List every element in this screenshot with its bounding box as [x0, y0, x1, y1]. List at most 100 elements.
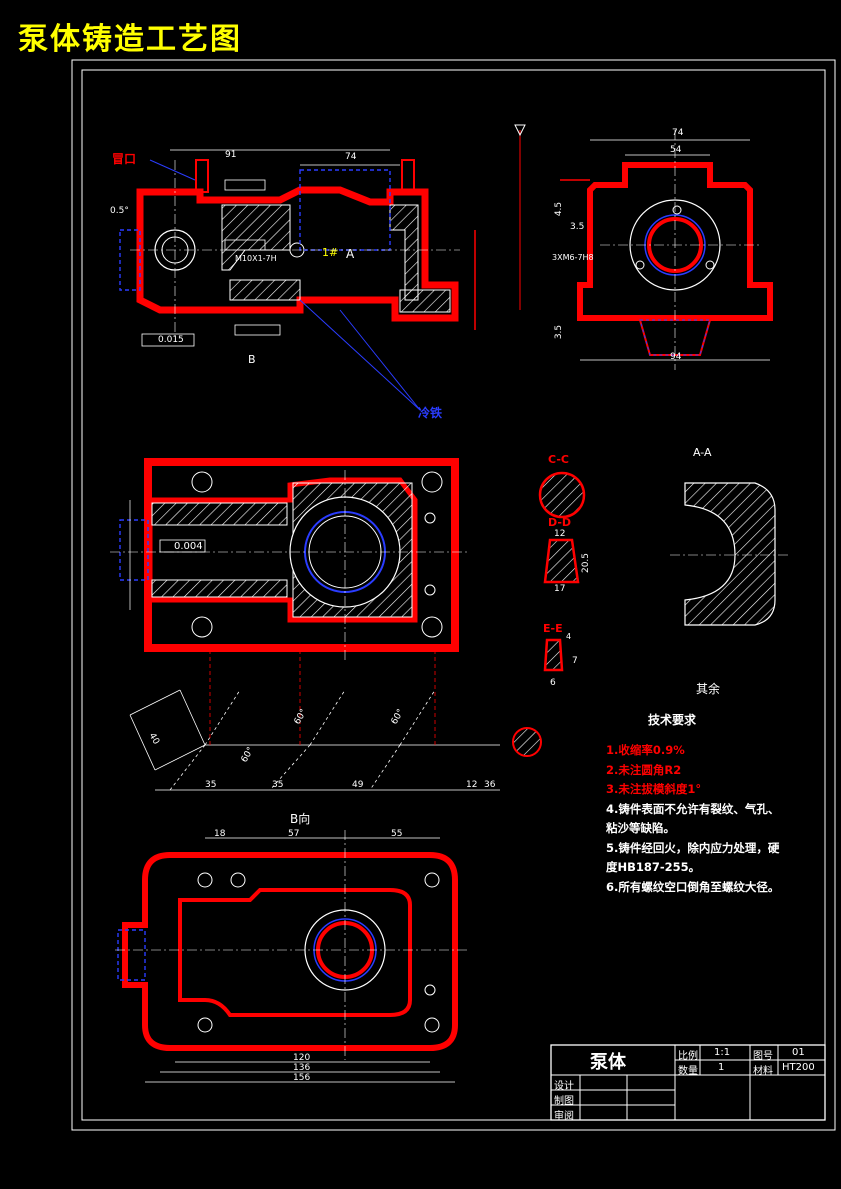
- requirement-line: 粘沙等缺陷。: [606, 821, 675, 835]
- gate-diag-1: [204, 689, 241, 746]
- section-ee-label: E-E: [543, 622, 563, 635]
- b-blue-stub: [117, 929, 146, 981]
- plan-hole-tl: [191, 471, 213, 493]
- tol-frame-1: [224, 179, 266, 191]
- b-57: 57: [288, 829, 300, 839]
- requirement-line: 1.收缩率0.9%: [606, 743, 685, 757]
- chill-leader-2: [339, 309, 421, 411]
- dd-205: 20.5: [581, 552, 592, 574]
- tol-frame-0015: [141, 333, 195, 347]
- tol-0015: 0.015: [158, 335, 184, 345]
- gate-diag-2: [309, 689, 346, 746]
- tb-quantity-value: 1: [718, 1062, 725, 1073]
- plan-hole-r1: [424, 512, 436, 524]
- tb-scale-label: 比例: [678, 1051, 698, 1062]
- b-hole-4: [197, 1017, 213, 1033]
- b-outline: [122, 852, 458, 1051]
- gate-diag-5: [269, 744, 311, 791]
- b-55: 55: [391, 829, 403, 839]
- gate-line-3: [129, 714, 156, 771]
- b-view: [115, 830, 470, 1083]
- roughness-mark: [514, 124, 526, 137]
- b-hole-3: [424, 872, 440, 888]
- tb-scale-value: 1:1: [714, 1047, 731, 1058]
- b-18: 18: [214, 829, 226, 839]
- sprue-label: 冒口: [112, 152, 137, 166]
- front-outline: [136, 186, 459, 322]
- tb-review-label: 审阅: [554, 1111, 574, 1122]
- requirements-heading: 技术要求: [648, 713, 697, 727]
- requirement-line: 5.铸件经回火，除内应力处理，硬: [606, 840, 780, 855]
- thread-3xm6: 3XM6-7H8: [552, 253, 594, 262]
- title-block-grid: [550, 1044, 826, 1121]
- tb-drawing-no-value: 01: [792, 1047, 805, 1058]
- plan-hatch-bot: [151, 579, 288, 598]
- tol-frame-2: [224, 239, 266, 251]
- view-b-label: B: [248, 353, 256, 366]
- b-hole-6: [424, 984, 436, 996]
- tol-0004: 0.004: [174, 541, 203, 552]
- thread-m10: M10X1-7H: [235, 254, 277, 263]
- section-cc-label: C-C: [548, 453, 569, 466]
- b-120: 120: [293, 1053, 311, 1063]
- side-tap-3: [705, 260, 715, 270]
- dd-12: 12: [554, 529, 566, 539]
- sprue-left: [195, 159, 209, 193]
- gate-diag-3: [399, 689, 436, 746]
- dim-74: 74: [345, 152, 357, 162]
- side-tap-1: [672, 205, 682, 215]
- section-dd-shape: [543, 538, 580, 584]
- gate-line-4: [154, 744, 206, 771]
- side-outline: [577, 162, 773, 321]
- gate-36: 36: [484, 780, 496, 790]
- gate-line-1: [129, 689, 181, 716]
- dd-17: 17: [554, 584, 566, 594]
- requirement-line: 4.铸件表面不允许有裂纹、气孔、: [606, 801, 780, 816]
- roughness-remaining: 其余: [696, 682, 721, 696]
- plan-hatch-top: [151, 502, 288, 526]
- side-tap-2: [635, 260, 645, 270]
- plan-hole-br: [421, 616, 443, 638]
- front-hatch-4: [399, 289, 451, 313]
- section-cc-shape: [538, 471, 586, 519]
- b-direction-label: B向: [290, 812, 311, 826]
- gating-scheme: [129, 650, 542, 791]
- requirement-line: 度HB187-255。: [606, 860, 701, 874]
- section-aa-shape: [684, 482, 776, 626]
- gate-line-2: [179, 689, 206, 746]
- side-flange: [629, 199, 721, 291]
- requirement-line: 2.未注圆角R2: [606, 762, 682, 777]
- gate-12: 12: [466, 780, 478, 790]
- side-view: [560, 130, 773, 370]
- front-blue-left: [119, 229, 141, 291]
- side-bottom-boss-blue: [639, 319, 711, 356]
- tb-material-value: HT200: [782, 1062, 815, 1073]
- tb-drawing-no-label: 图号: [753, 1051, 773, 1062]
- dim-45: 4.5: [554, 201, 565, 217]
- dim-35-side: 3.5: [570, 222, 585, 232]
- section-details: [538, 471, 790, 672]
- gate-35a: 35: [205, 780, 217, 790]
- plan-view: [110, 458, 470, 660]
- requirement-line: 6.所有螺纹空口倒角至螺纹大径。: [606, 879, 780, 894]
- tb-material-label: 材料: [753, 1066, 773, 1077]
- front-hatch-3: [229, 279, 301, 301]
- plan-hole-bl: [191, 616, 213, 638]
- plan-hole-tr: [421, 471, 443, 493]
- front-hatch-2: [389, 204, 419, 301]
- chill-leader-1: [299, 299, 421, 411]
- ee-4: 4: [566, 632, 572, 641]
- gate-35b: 35: [272, 780, 284, 790]
- b-inner: [178, 888, 412, 1017]
- gate-diag-6: [369, 744, 401, 791]
- tb-frame: [550, 1044, 826, 1121]
- tb-design-label: 设计: [554, 1081, 574, 1092]
- b-hole-5: [424, 1017, 440, 1033]
- tb-part-name: 泵体: [590, 1052, 626, 1073]
- b-136: 136: [293, 1063, 311, 1073]
- tb-quantity-label: 数量: [678, 1066, 698, 1077]
- requirement-line: 3.未注拔模斜度1°: [606, 782, 702, 796]
- drawing-title: 泵体铸造工艺图: [18, 22, 242, 57]
